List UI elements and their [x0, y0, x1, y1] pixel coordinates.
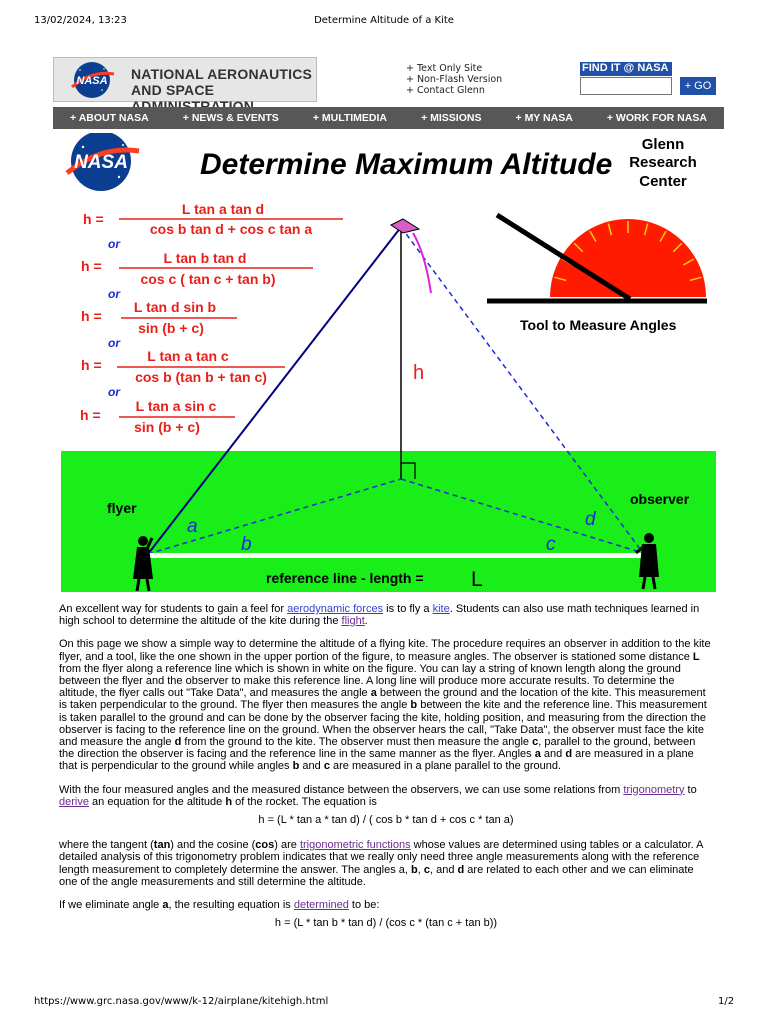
derive-link[interactable]: derive — [59, 795, 89, 808]
formula-2-denominator: cos c ( tan c + tan b) — [141, 271, 276, 287]
observer-figure-icon — [635, 533, 659, 590]
flyer-figure-icon — [133, 536, 154, 592]
determined-link[interactable]: determined — [293, 899, 349, 912]
figure-title: Determine Maximum Altitude — [200, 148, 612, 181]
formula-4-lhs: h = — [81, 357, 102, 373]
angle-a-label: a — [187, 516, 198, 537]
formula-4-numerator: L tan a tan c — [147, 348, 229, 364]
paragraph-intro: An excellent way for students to gain a … — [59, 603, 700, 628]
kite-string — [147, 226, 402, 555]
observer-sightline — [400, 226, 644, 554]
formula-5-numerator: L tan a sin c — [136, 398, 217, 414]
formula-4-denominator: cos b (tan b + tan c) — [135, 369, 267, 385]
protractor-tick — [607, 223, 613, 236]
kite-altitude-figure: NASA Determine Maximum Altitude Glenn Re… — [61, 133, 716, 592]
formula-5-denominator: sin (b + c) — [134, 419, 200, 435]
nav-missions[interactable]: + MISSIONS — [421, 112, 482, 124]
or-label: or — [108, 287, 121, 301]
formula-3-lhs: h = — [81, 308, 102, 324]
nav-multimedia[interactable]: + MULTIMEDIA — [312, 112, 387, 124]
find-it-label: FIND IT @ NASA : — [580, 62, 672, 86]
observer-label: observer — [630, 491, 690, 507]
nasa-banner[interactable]: NASA NATIONAL AERONAUTICS AND SPACE ADMI… — [53, 57, 317, 114]
non-flash-link[interactable]: + Non-Flash Version — [406, 74, 503, 85]
equation-2: h = (L * tan b * tan d) / (cos c * (tan … — [274, 917, 498, 930]
aerodynamic-forces-link[interactable]: aerodynamic forces — [287, 603, 384, 615]
altitude-h-label: h — [413, 362, 424, 384]
trigonometry-link[interactable]: trigonometry — [623, 783, 685, 796]
paragraph-eliminate: If we eliminate angle a, the resulting e… — [59, 899, 380, 912]
protractor-tick — [659, 230, 667, 242]
main-nav: + ABOUT NASA + NEWS & EVENTS + MULTIMEDI… — [53, 107, 724, 129]
formula-4: h = L tan a tan c cos b (tan b + tan c) — [81, 348, 285, 385]
trig-functions-link[interactable]: trigonometric functions — [299, 839, 411, 852]
nav-my-nasa[interactable]: + MY NASA — [515, 112, 573, 124]
text-only-link[interactable]: + Text Only Site — [406, 63, 483, 74]
print-page-number: 1/2 — [718, 996, 735, 1007]
formula-2-lhs: h = — [81, 258, 102, 274]
print-url: https://www.grc.nasa.gov/www/k-12/airpla… — [34, 996, 329, 1007]
center-name-line3: Center — [639, 173, 687, 190]
angle-d-label: d — [585, 509, 597, 530]
paragraph-trig: With the four measured angles and the me… — [59, 783, 697, 808]
formula-5-lhs: h = — [80, 407, 101, 423]
protractor-tick — [689, 276, 702, 282]
formula-1-denominator: cos b tan d + cos c tan a — [150, 221, 312, 237]
banner-logo-text: NASA — [76, 75, 107, 87]
reference-line — [149, 553, 645, 558]
center-name-line1: Glenn — [642, 136, 685, 153]
flyer-label: flyer — [107, 500, 137, 516]
protractor-icon — [487, 212, 707, 304]
paragraph-procedure: On this page we show a simple way to det… — [59, 638, 711, 773]
formula-1-numerator: L tan a tan d — [182, 201, 264, 217]
or-label: or — [108, 385, 121, 399]
formula-3: h = L tan d sin b sin (b + c) — [81, 299, 237, 336]
figure-logo-text: NASA — [74, 152, 128, 173]
nasa-logo-icon: NASA — [65, 133, 140, 191]
ground-field — [61, 451, 716, 592]
protractor-tick — [672, 242, 683, 253]
protractor-tick — [643, 223, 649, 236]
formula-list: h = L tan a tan d cos b tan d + cos c ta… — [80, 201, 343, 435]
agency-name-line1: NATIONAL AERONAUTICS — [131, 66, 313, 82]
nav-about-nasa[interactable]: + ABOUT NASA — [70, 112, 149, 124]
flight-link[interactable]: flight — [341, 615, 365, 628]
go-button[interactable]: + GO — [680, 77, 716, 95]
formula-2-numerator: L tan b tan d — [164, 250, 247, 266]
article-body: An excellent way for students to gain a … — [59, 603, 713, 942]
equation-1: h = (L * tan a * tan d) / ( cos b * tan … — [258, 814, 514, 827]
nasa-meatball-icon: NASA — [71, 62, 115, 98]
protractor-tick — [589, 230, 597, 242]
kite-link[interactable]: kite — [432, 603, 450, 615]
or-label: or — [108, 237, 121, 251]
search-input[interactable] — [580, 77, 672, 95]
contact-glenn-link[interactable]: + Contact Glenn — [406, 85, 485, 96]
reference-line-label: reference line - length = — [266, 570, 424, 586]
formula-5: h = L tan a sin c sin (b + c) — [80, 398, 235, 435]
paragraph-functions: where the tangent (tan) and the cosine (… — [59, 839, 703, 888]
angle-c-label: c — [546, 534, 556, 555]
observer-ground-line — [400, 478, 644, 554]
nav-work-for-nasa[interactable]: + WORK FOR NASA — [606, 112, 707, 124]
or-label: or — [108, 336, 121, 350]
protractor-tick — [683, 258, 695, 266]
kite-icon — [390, 218, 432, 294]
print-title: Determine Altitude of a Kite — [314, 15, 454, 26]
center-name-line2: Research — [629, 154, 697, 171]
protractor-tick — [554, 276, 567, 282]
protractor-tick — [573, 242, 584, 253]
quick-links: + Text Only Site + Non-Flash Version + C… — [406, 63, 502, 96]
formula-1-lhs: h = — [83, 211, 104, 227]
formula-3-numerator: L tan d sin b — [134, 299, 216, 315]
formula-3-denominator: sin (b + c) — [138, 320, 204, 336]
angle-b-label: b — [241, 534, 252, 555]
reference-length-symbol: L — [471, 568, 483, 591]
print-datetime: 13/02/2024, 13:23 — [34, 15, 127, 26]
formula-1: h = L tan a tan d cos b tan d + cos c ta… — [83, 201, 343, 237]
nav-news-events[interactable]: + NEWS & EVENTS — [182, 112, 279, 124]
tool-label: Tool to Measure Angles — [520, 317, 677, 333]
formula-2: h = L tan b tan d cos c ( tan c + tan b) — [81, 250, 313, 287]
flyer-ground-line — [147, 478, 402, 555]
